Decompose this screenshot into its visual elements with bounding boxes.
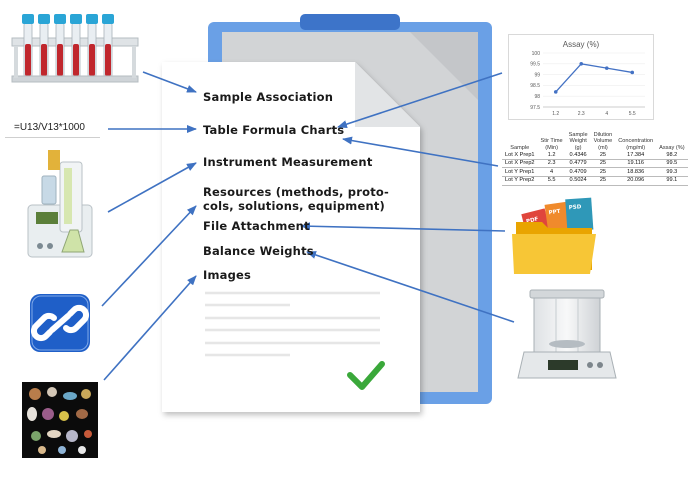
table-cell: 18.836 [615, 167, 657, 177]
checklist-item-images: Images [203, 268, 252, 282]
checklist-item-balance-weights: Balance Weights [203, 244, 314, 258]
checklist-item-instrument-measurement: Instrument Measurement [203, 155, 373, 169]
table-cell: Lot X Prep2 [502, 159, 538, 169]
table-cell: 4 [537, 167, 566, 177]
arrow-file-attachment [300, 222, 506, 232]
document-lines [205, 291, 380, 357]
table-cell: 19.116 [615, 159, 657, 169]
arrow-images [103, 275, 197, 381]
table-cell: 5.5 [537, 176, 566, 186]
assay-mini-chart: Assay (%) 97.5 98 98.5 99 99.5 100 1.2 2.3 4 5.5 [508, 34, 654, 120]
file-tag-pdf: PDF [526, 216, 540, 225]
y-tick-label: 98.5 [530, 83, 540, 89]
arrow-table-to-table-formula [342, 136, 499, 167]
checklist-item-file-attachment: File Attachment [203, 219, 310, 233]
table-cell: Lot X Prep1 [502, 151, 538, 160]
table-header-cell: Sample Weight (g) [568, 132, 588, 151]
titrator-instrument-icon [27, 150, 93, 258]
checklist-item-resources: Resources (methods, proto- cols, solutio… [203, 185, 389, 213]
checklist-item-sample-association: Sample Association [203, 90, 334, 104]
x-tick-label: 1.2 [552, 111, 559, 117]
document-sheet [162, 62, 420, 412]
table-header-cell: Sample [510, 144, 530, 151]
table-cell: Lot Y Prep1 [502, 167, 538, 177]
table-cell: 25 [590, 167, 616, 177]
x-tick-label: 5.5 [629, 111, 636, 117]
table-cell: 0.4779 [565, 159, 591, 169]
arrow-resources [101, 205, 197, 307]
assay-chart-title: Assay (%) [562, 40, 600, 49]
x-tick-label: 2.3 [578, 111, 585, 117]
table-cell: Lot Y Prep2 [502, 176, 538, 186]
assay-data-point [630, 70, 635, 75]
table-cell: 1.2 [537, 151, 566, 160]
page-fold-icon [355, 62, 420, 127]
file-tag-ppt: PPT [548, 209, 561, 217]
table-header-cell: Concentration (mg/ml) [618, 138, 654, 151]
clipboard-clip [300, 14, 400, 30]
checkmark-icon [347, 361, 385, 390]
assay-data-point [553, 90, 558, 94]
table-cell: 20.096 [615, 176, 657, 186]
link-icon [30, 294, 90, 352]
connector-arrows [101, 71, 515, 381]
table-cell: 17.384 [615, 151, 657, 160]
y-tick-label: 97.5 [530, 105, 540, 111]
formula-cell-border [5, 137, 100, 138]
file-tag-psd: PSD [569, 204, 582, 211]
table-cell: 99.5 [656, 159, 688, 169]
table-cell: 2.3 [537, 159, 566, 169]
table-header-cell: Dilution Volume (ml) [593, 132, 613, 151]
assay-data-point [604, 66, 609, 70]
table-header-row: Sample Stir Time (Min) Sample Weight (g) Di… [502, 132, 688, 151]
table-cell: 0.4346 [565, 151, 591, 160]
arrow-sample-association [142, 71, 197, 93]
table-cell: 99.3 [656, 167, 688, 177]
analytical-balance-icon [517, 289, 617, 379]
table-cell: 98.2 [656, 151, 688, 160]
table-cell: 0.4709 [565, 167, 591, 177]
file-folder-icon: PDF PPT PSD [512, 197, 596, 274]
y-tick-label: 98 [534, 94, 540, 100]
checklist-item-table-formula-charts: Table Formula Charts [203, 123, 345, 137]
arrow-chart-to-table-formula [337, 72, 503, 128]
y-tick-label: 99.5 [530, 62, 540, 68]
table-cell: 25 [590, 159, 616, 169]
assay-table: Sample Stir Time (Min) Sample Weight (g) Di… [502, 132, 688, 186]
assay-chart-plot: 97.5 98 98.5 99 99.5 100 1.2 2.3 4 5.5 [530, 51, 645, 117]
table-cell: 0.5024 [565, 176, 591, 186]
test-tubes-rack-icon [11, 14, 139, 83]
y-tick-label: 99 [534, 72, 540, 78]
arrow-instrument-measurement [107, 162, 197, 213]
assay-series-line [555, 63, 633, 93]
table-header-cell: Assay (%) [659, 144, 685, 151]
table-cell: 25 [590, 176, 616, 186]
table-cell: 99.1 [656, 176, 688, 186]
formula-text: =U13/V13*1000 [14, 122, 85, 133]
y-tick-label: 100 [532, 51, 541, 57]
x-tick-label: 4 [605, 111, 608, 117]
table-header-cell: Stir Time (Min) [540, 138, 563, 151]
particles-image-icon [22, 382, 98, 458]
arrow-balance-weights [306, 251, 515, 323]
assay-data-point [579, 62, 584, 66]
table-cell: 25 [590, 151, 616, 160]
